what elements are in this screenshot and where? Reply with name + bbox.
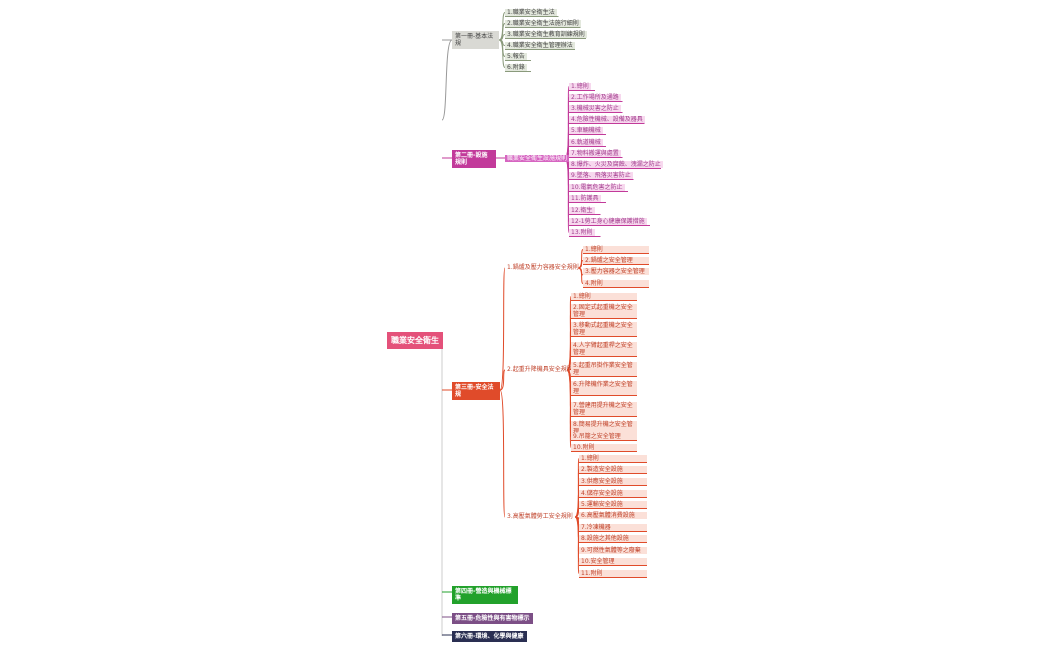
sub-crane-rules[interactable]: 2.起重升降機具安全規則: [505, 366, 575, 373]
connector: [574, 516, 580, 574]
connector: [498, 39, 506, 68]
crane-item[interactable]: 9.吊籠之安全管理: [571, 433, 637, 440]
branch-label: 第一冊-基本法規: [455, 33, 494, 47]
basic-laws-item[interactable]: 5.報告: [505, 53, 527, 60]
connector: [499, 389, 506, 518]
gas-item[interactable]: 3.供應安全設施: [579, 478, 647, 485]
connector: [566, 348, 572, 371]
gas-item[interactable]: 4.儲存安全設施: [579, 490, 647, 497]
gas-item[interactable]: 5.運輸安全設施: [579, 501, 647, 508]
branch-label: 第五冊-危險性與有害物標示: [455, 615, 530, 622]
facility-rules-item[interactable]: 4.危險性機械、設備及器具: [569, 116, 645, 123]
crane-item[interactable]: 1.總則: [571, 293, 637, 300]
basic-laws-item[interactable]: 4.職業安全衛生管理辦法: [505, 42, 575, 49]
facility-rules-item[interactable]: 10.電氣危害之防止: [569, 184, 625, 191]
connector: [577, 267, 584, 284]
gas-item[interactable]: 1.總則: [579, 455, 647, 462]
sub-facility-rules[interactable]: 職業安全衛生設施規則: [505, 155, 570, 162]
connector: [499, 267, 506, 391]
basic-laws-item[interactable]: 6.附錄: [505, 64, 527, 71]
branch-construction-standards[interactable]: 第四冊-營造與機械標準: [452, 586, 518, 604]
gas-item[interactable]: 8.設施之其他設施: [579, 535, 647, 542]
crane-item[interactable]: 6.升降機作業之安全管理: [571, 381, 637, 395]
sub-label: 3.高壓氣體勞工安全規則: [507, 513, 573, 520]
gas-item[interactable]: 11.附則: [579, 570, 647, 577]
gas-item[interactable]: 6.高壓氣體消費設施: [579, 512, 647, 519]
crane-item[interactable]: 7.營建用提升機之安全管理: [571, 402, 637, 416]
branch-safety-laws[interactable]: 第三冊-安全法規: [452, 382, 500, 400]
crane-item[interactable]: 5.起重吊掛作業安全管理: [571, 362, 637, 376]
connector: [441, 39, 453, 121]
facility-rules-item[interactable]: 12.衛生: [569, 207, 595, 214]
sub-label: 職業安全衛生設施規則: [507, 155, 568, 162]
boiler-item[interactable]: 1.總則: [583, 246, 649, 253]
facility-rules-item[interactable]: 1.總則: [569, 83, 591, 90]
gas-item[interactable]: 10.安全管理: [579, 558, 647, 565]
crane-item[interactable]: 10.附則: [571, 444, 637, 451]
basic-laws-item[interactable]: 3.職業安全衛生教育訓練規則: [505, 31, 587, 38]
crane-item[interactable]: 4.人字臂起重桿之安全管理: [571, 342, 637, 356]
connector: [499, 369, 506, 391]
facility-rules-item[interactable]: 12-1勞工身心健康保護措施: [569, 218, 647, 225]
facility-rules-item[interactable]: 2.工作場所及通路: [569, 94, 621, 101]
gas-item[interactable]: 9.可燃性氣體等之廢棄: [579, 547, 647, 554]
sub-boiler-rules[interactable]: 1.鍋爐及壓力容器安全規則: [505, 264, 581, 271]
crane-item[interactable]: 2.固定式起重機之安全管理: [571, 304, 637, 318]
crane-item[interactable]: 3.移動式起重機之安全管理: [571, 322, 637, 336]
branch-label: 第六冊-環境、化學與健康: [455, 633, 524, 640]
branch-environment-chemical[interactable]: 第六冊-環境、化學與健康: [452, 631, 527, 642]
branch-label: 第四冊-營造與機械標準: [455, 588, 512, 602]
boiler-item[interactable]: 2.鍋爐之安全管理: [583, 257, 649, 264]
facility-rules-item[interactable]: 13.附則: [569, 229, 595, 236]
facility-rules-item[interactable]: 3.機械災害之防止: [569, 105, 621, 112]
facility-rules-item[interactable]: 8.爆炸、火災及腐蝕、洩漏之防止: [569, 161, 663, 168]
branch-label: 第三冊-安全法規: [455, 384, 494, 398]
facility-rules-item[interactable]: 9.墜落、飛落災害防止: [569, 172, 633, 179]
sub-label: 2.起重升降機具安全規則: [507, 366, 573, 373]
branch-hazardous-materials[interactable]: 第五冊-危險性與有害物標示: [452, 613, 533, 624]
facility-rules-item[interactable]: 7.物料搬運與處置: [569, 150, 621, 157]
connector: [566, 369, 572, 448]
facility-rules-item[interactable]: 5.車輛機械: [569, 127, 603, 134]
facility-rules-item[interactable]: 6.軌道機械: [569, 139, 603, 146]
basic-laws-item[interactable]: 1.職業安全衛生法: [505, 9, 557, 16]
gas-item[interactable]: 2.製造安全設施: [579, 466, 647, 473]
boiler-item[interactable]: 3.壓力容器之安全管理: [583, 268, 649, 275]
root-label: 職業安全衛生: [391, 336, 439, 345]
sub-gas-rules[interactable]: 3.高壓氣體勞工安全規則: [505, 513, 575, 520]
basic-laws-item[interactable]: 2.職業安全衛生法施行細則: [505, 20, 581, 27]
gas-item[interactable]: 7.冷凍機器: [579, 524, 647, 531]
facility-rules-item[interactable]: 11.防護具: [569, 195, 601, 202]
branch-label: 第二冊-設施規則: [455, 152, 488, 166]
sub-label: 1.鍋爐及壓力容器安全規則: [507, 264, 579, 271]
branch-facility-rules[interactable]: 第二冊-設施規則: [452, 150, 496, 168]
crane-item[interactable]: 8.簡易提升機之安全管理: [571, 421, 637, 435]
root-node[interactable]: 職業安全衛生: [387, 332, 443, 349]
branch-basic-laws[interactable]: 第一冊-基本法規: [452, 31, 499, 49]
boiler-item[interactable]: 4.附則: [583, 280, 649, 287]
